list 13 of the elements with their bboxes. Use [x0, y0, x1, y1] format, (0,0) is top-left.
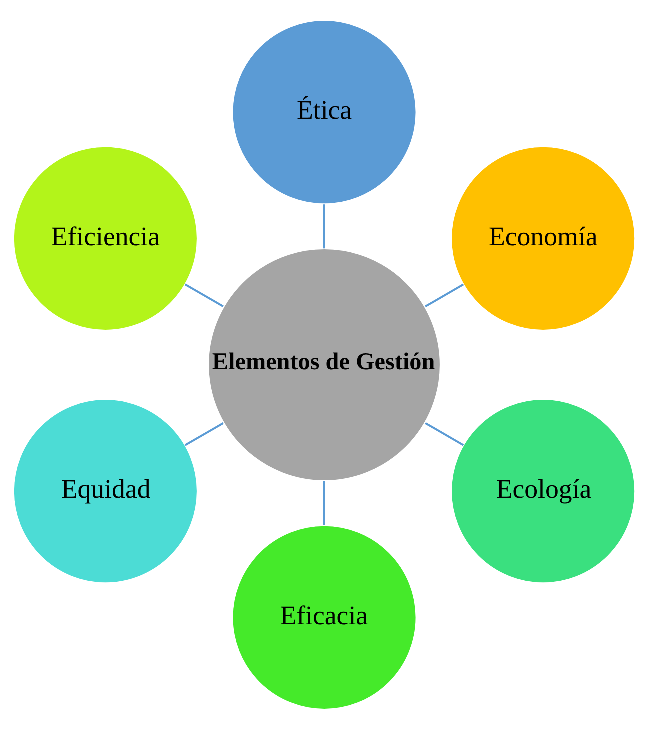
connector — [184, 283, 224, 308]
connector — [324, 204, 326, 248]
node-circle: Ecología — [450, 398, 636, 584]
node-circle: Eficiencia — [13, 146, 198, 331]
node-circle: Elementos de Gestión — [208, 248, 442, 482]
node-circle: Economía — [450, 146, 636, 331]
connector — [425, 283, 464, 308]
connector — [425, 422, 464, 446]
connector — [324, 480, 326, 525]
node-circle: Ética — [232, 19, 418, 204]
node-circle: Eficacia — [232, 524, 418, 710]
node-circle: Equidad — [13, 398, 198, 584]
connector — [184, 422, 224, 446]
